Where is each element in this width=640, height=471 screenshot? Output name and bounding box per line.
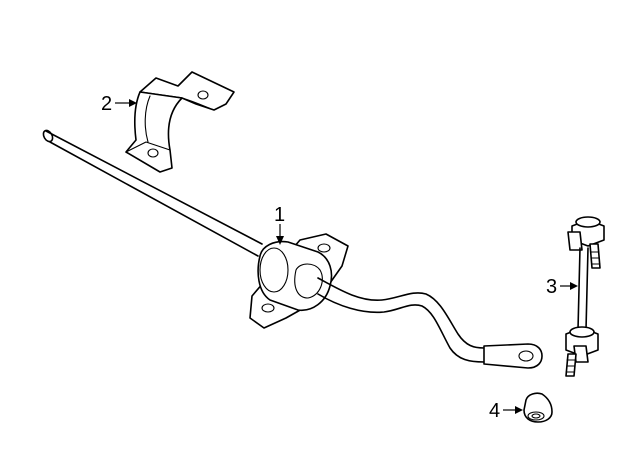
callout-4: 4 xyxy=(489,400,523,422)
callout-2: 2 xyxy=(101,93,137,115)
callout-1: 1 xyxy=(274,204,285,245)
nut-part xyxy=(523,392,553,423)
stabilizer-link-part xyxy=(565,216,605,377)
callout-2-label: 2 xyxy=(101,93,112,115)
callout-1-label: 1 xyxy=(274,204,285,226)
bushing-bracket-part xyxy=(125,71,235,173)
callout-4-label: 4 xyxy=(489,400,500,422)
stabilizer-bar-part xyxy=(42,129,543,369)
callout-3: 3 xyxy=(546,276,578,298)
callout-3-label: 3 xyxy=(546,276,557,298)
